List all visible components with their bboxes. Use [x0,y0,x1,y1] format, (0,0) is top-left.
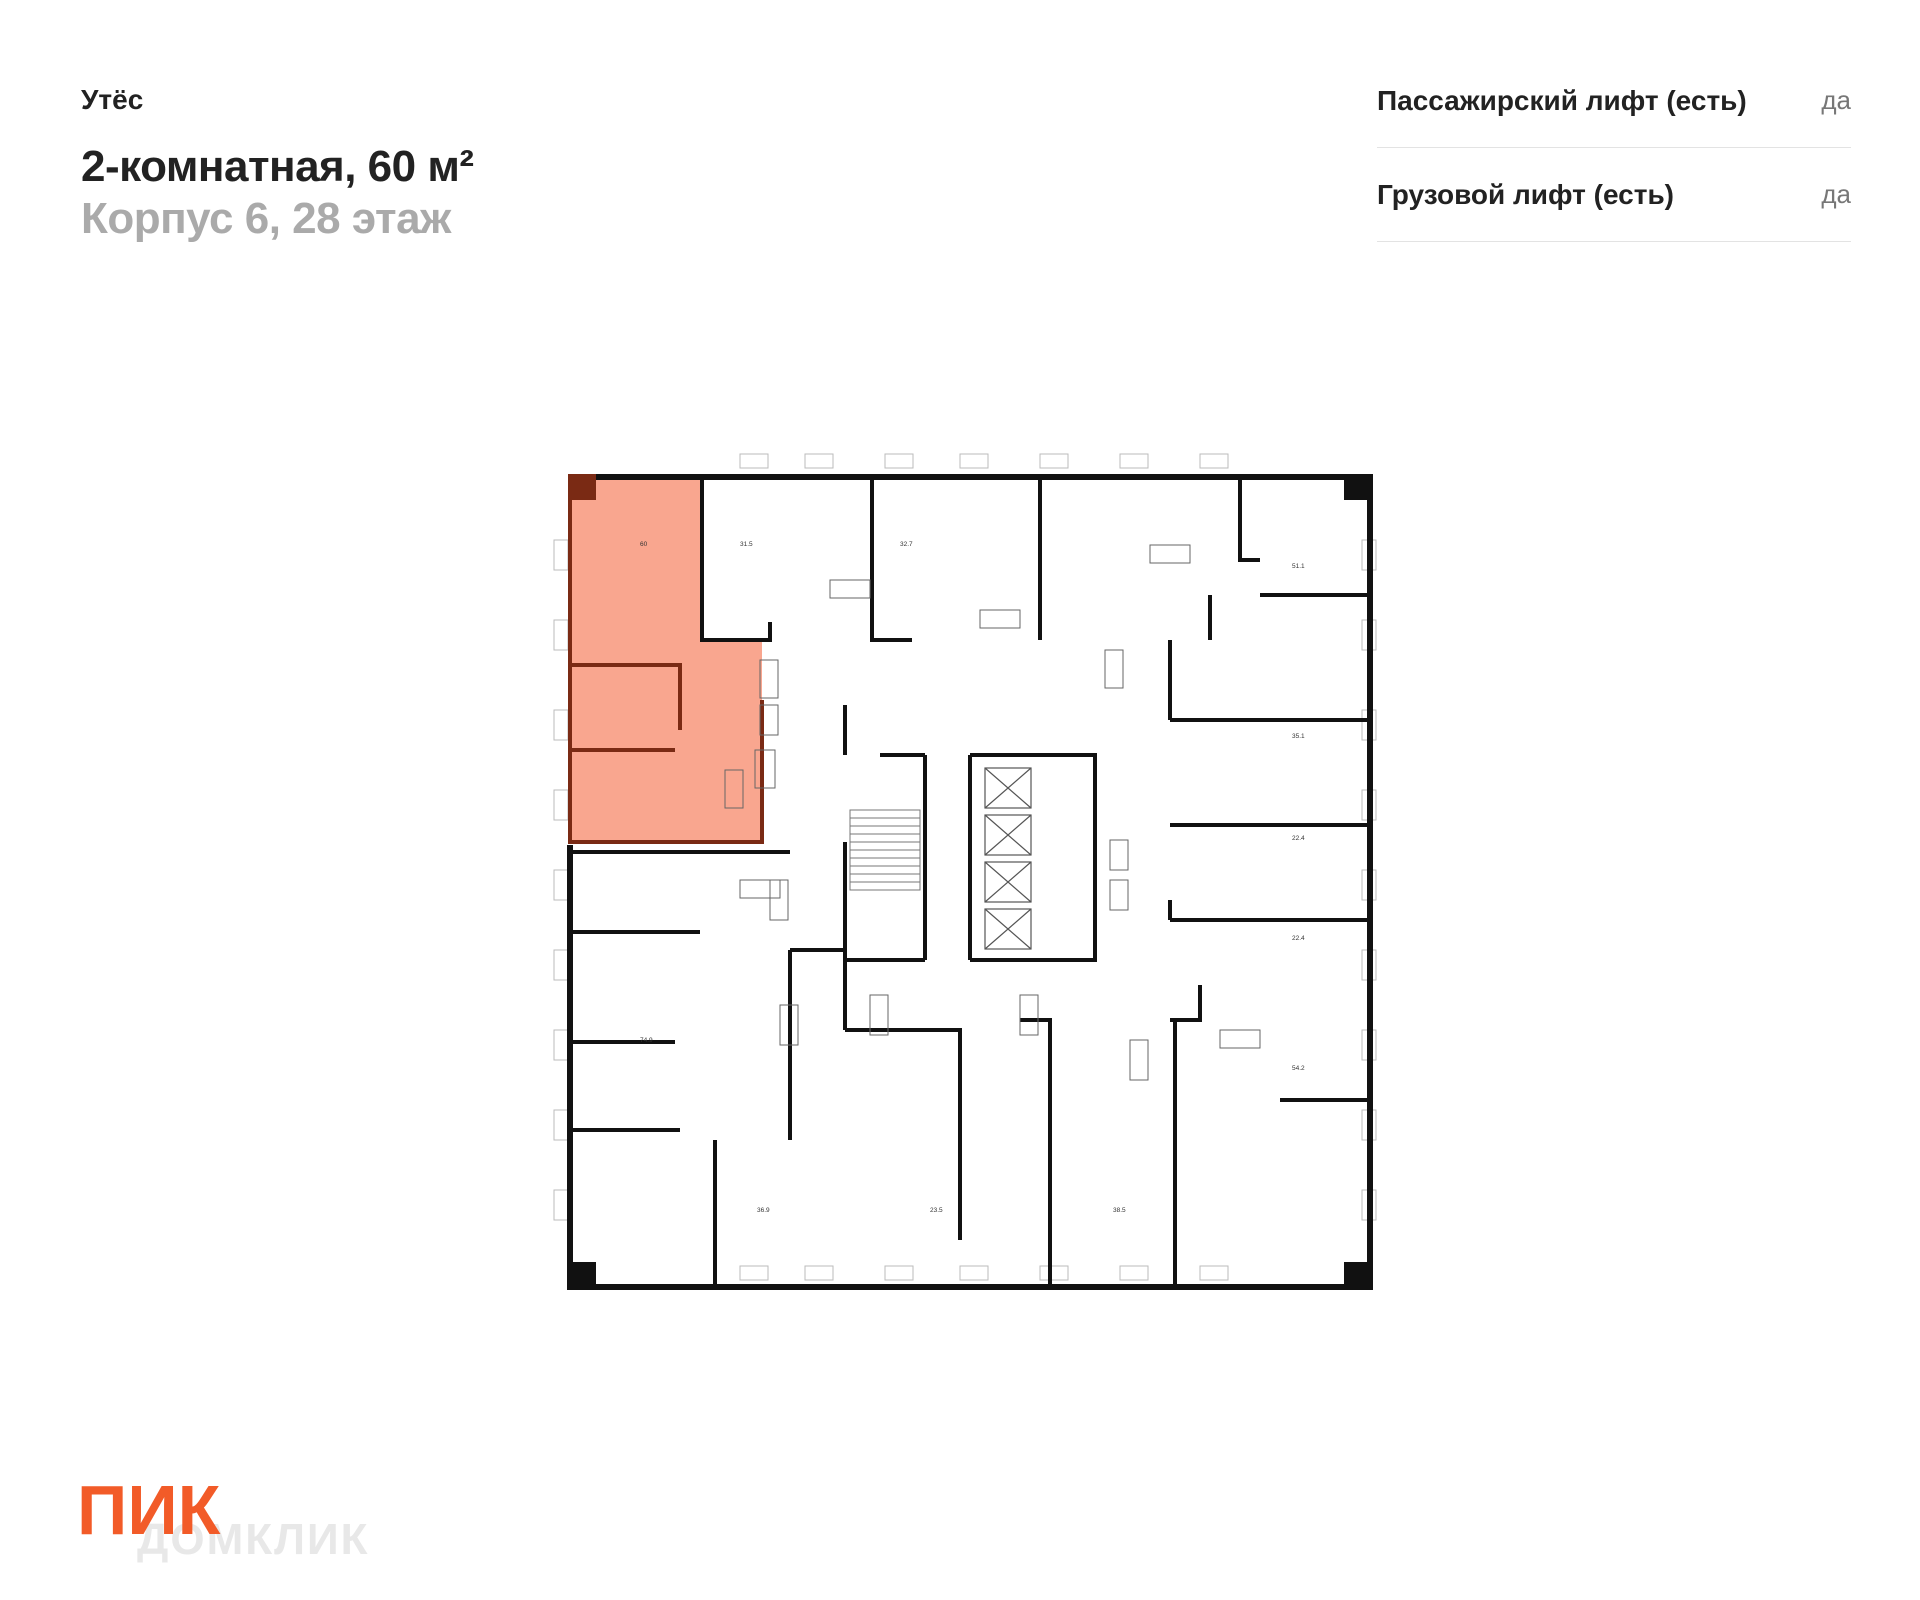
feature-value: да [1821,179,1851,209]
corner-columns [570,474,1373,1290]
building-floor: Корпус 6, 28 этаж [81,194,451,243]
highlighted-apartment [570,474,762,842]
apartment-area-label: 31.5 [740,541,753,548]
feature-freight-lift: Грузовой лифт (есть) да [1377,148,1851,242]
logo-text: ПИК [77,1474,221,1549]
fixtures [724,544,1261,1081]
interior-walls [570,477,1370,1287]
features-list: Пассажирский лифт (есть) да Грузовой лиф… [1377,54,1851,242]
floor-plan: 60 31.5 32.7 51.1 35.1 22.4 22.4 74.9 54… [540,450,1404,1314]
apartment-area-label: 54.2 [1292,1065,1305,1072]
apartment-area-label: 32.7 [900,541,913,548]
feature-passenger-lift: Пассажирский лифт (есть) да [1377,54,1851,148]
apartment-area-label: 35.1 [1292,733,1305,740]
apartment-area-label: 22.4 [1292,835,1305,842]
feature-value: да [1821,85,1851,115]
apartment-area-label: 23.5 [930,1207,943,1214]
apartment-area-label: 51.1 [1292,563,1305,570]
elevators [984,767,1032,950]
feature-label: Грузовой лифт (есть) [1377,178,1674,210]
stairs [849,809,921,891]
watermark-text: ДОМКЛИК [137,1515,369,1564]
feature-label: Пассажирский лифт (есть) [1377,84,1747,116]
brand-logo: ДОМКЛИК ПИК [77,1471,437,1589]
apartment-labels: 60 31.5 32.7 51.1 35.1 22.4 22.4 74.9 54… [640,541,1305,1214]
apartment-area-label: 38.5 [1113,1207,1126,1214]
apartment-area-label: 22.4 [1292,935,1305,942]
highlighted-corner [570,474,596,500]
project-name: Утёс [81,84,144,115]
apartment-area-label: 60 [640,541,648,548]
apartment-area-label: 36.9 [757,1207,770,1214]
logo-graphic: ДОМКЛИК ПИК [77,1471,369,1564]
apartment-area-label: 74.9 [640,1037,653,1044]
floor-plan-drawing: 60 31.5 32.7 51.1 35.1 22.4 22.4 74.9 54… [553,453,1377,1290]
apartment-title: 2-комнатная, 60 м² [81,142,474,191]
